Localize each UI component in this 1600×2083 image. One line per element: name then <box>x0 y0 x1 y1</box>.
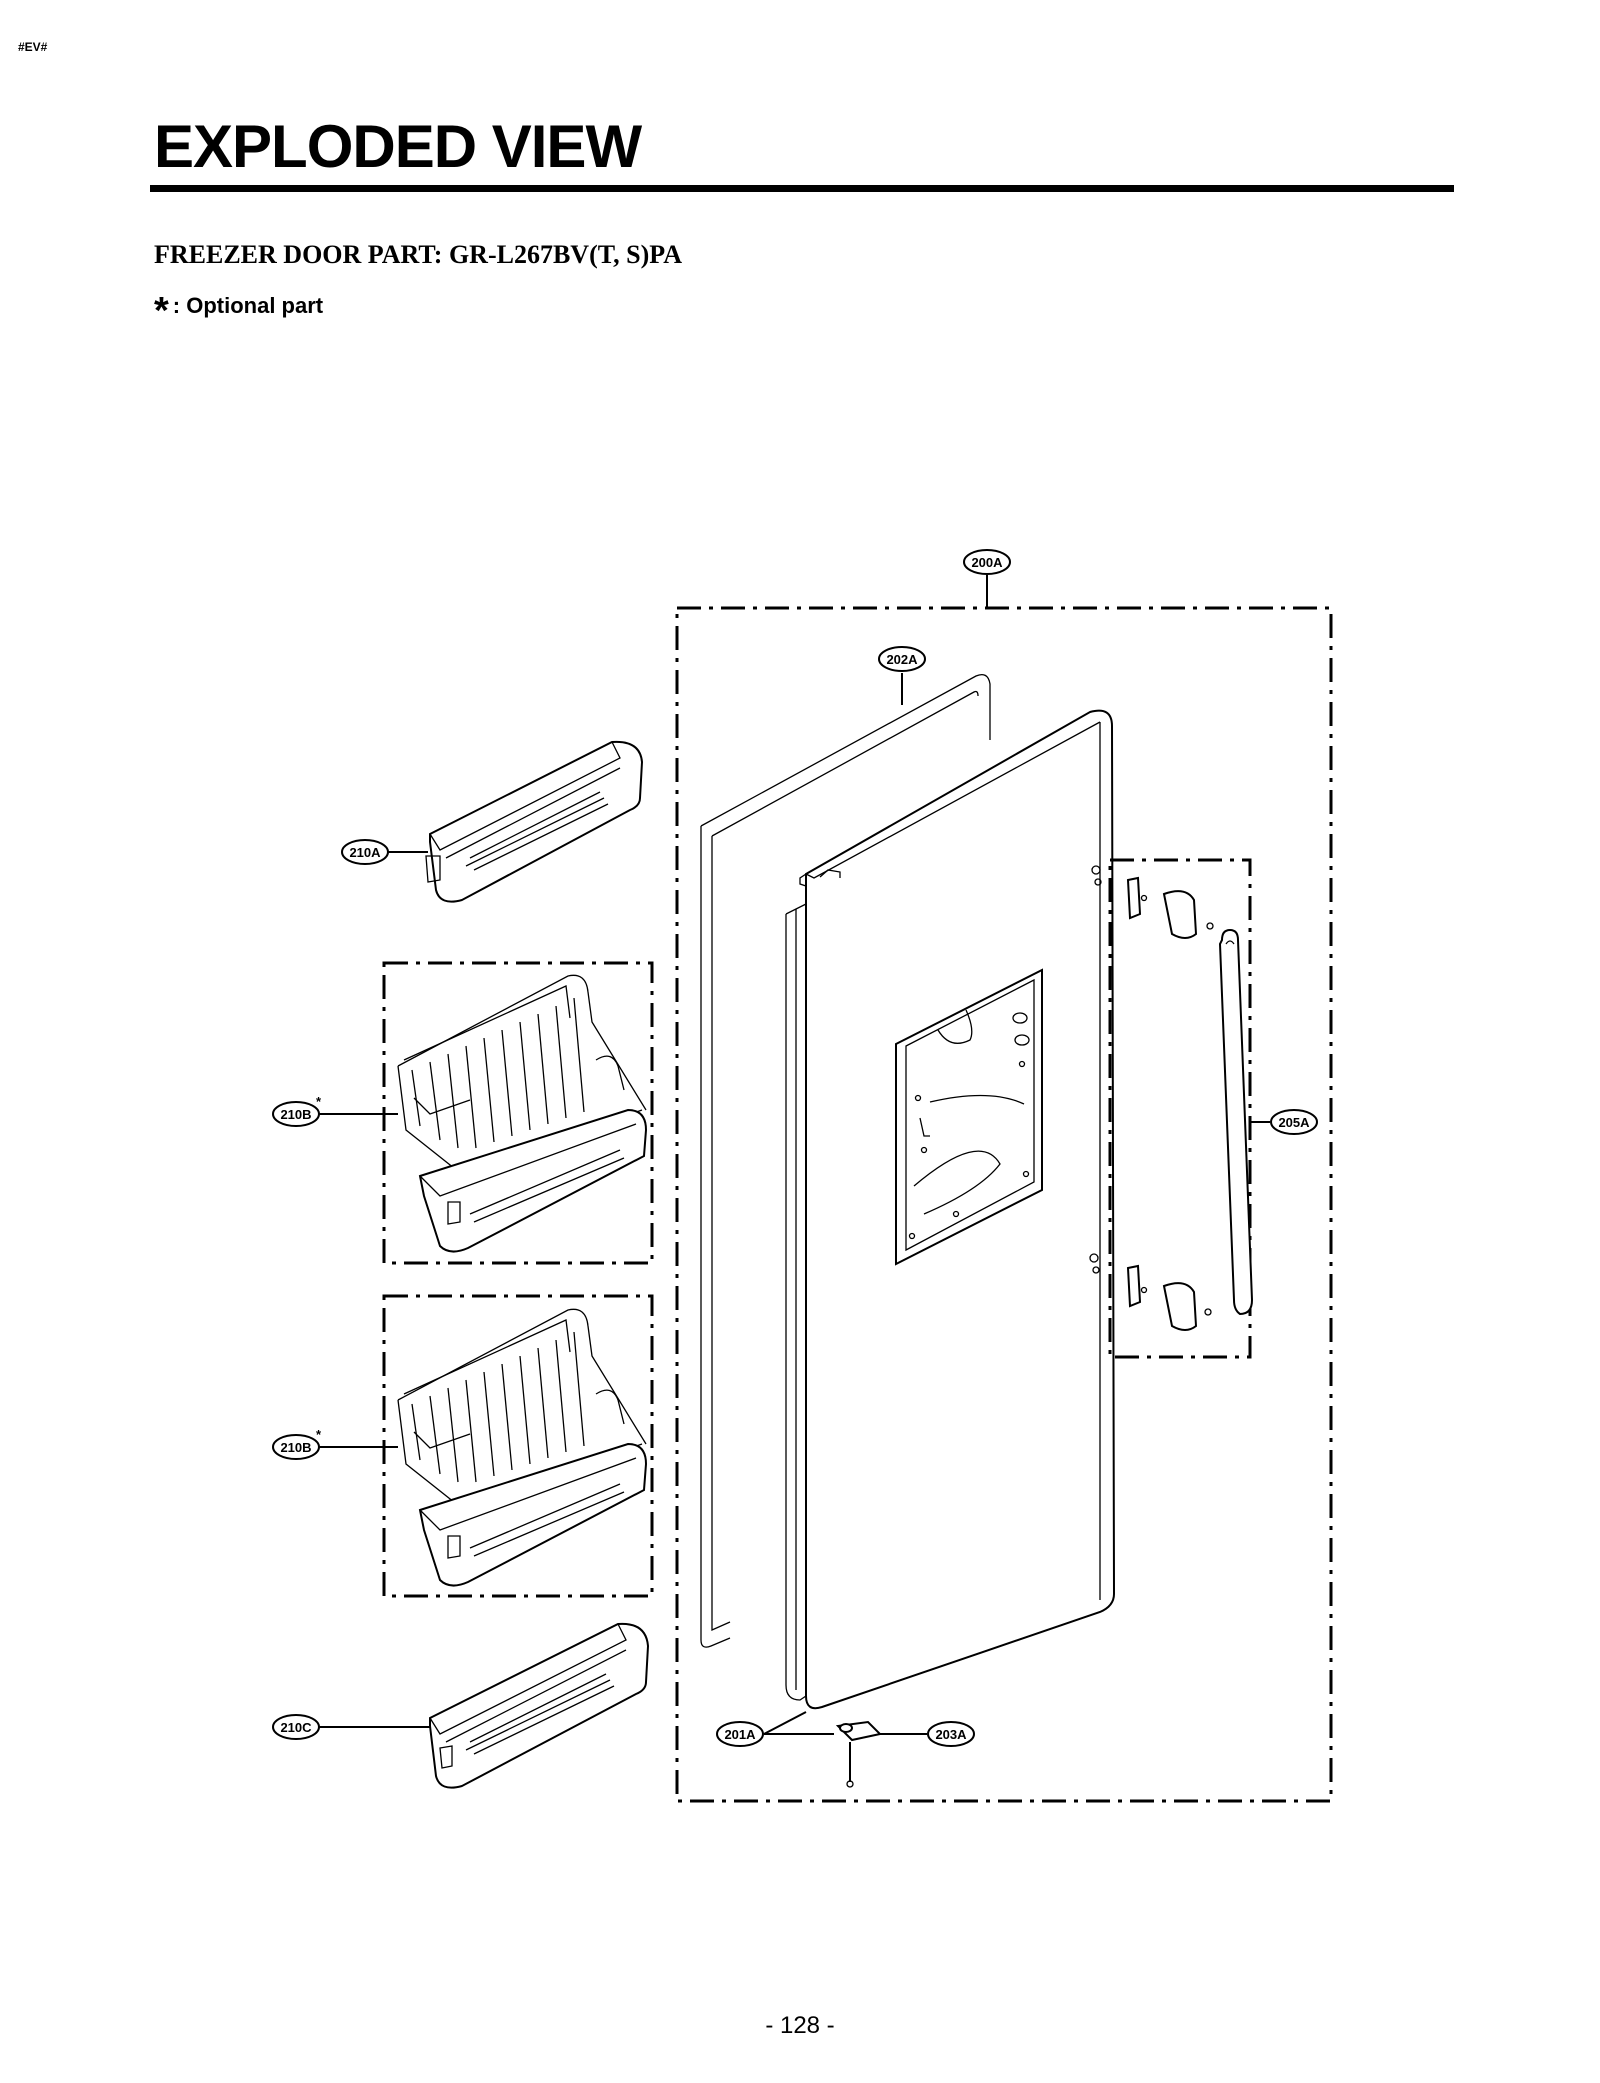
svg-text:201A: 201A <box>724 1727 756 1742</box>
wire-basket-bin-210B-2 <box>397 1308 648 1587</box>
part-label-210B-2[interactable]: 210B <box>272 1434 320 1460</box>
optional-mark-210B-1: * <box>316 1094 322 1109</box>
wire-basket-bin-210B-1 <box>397 974 648 1253</box>
part-label-210C[interactable]: 210C <box>272 1714 320 1740</box>
handle-assembly-frame <box>1108 858 1252 1359</box>
door-bin-210A <box>425 740 644 903</box>
optional-star-symbol: * <box>154 290 169 332</box>
title-rule <box>150 185 1454 192</box>
svg-text:200A: 200A <box>971 555 1003 570</box>
page-number: - 128 - <box>765 2012 835 2039</box>
door-gasket <box>700 673 991 1648</box>
door-assembly-frame <box>675 606 1333 1803</box>
part-label-200A[interactable]: 200A <box>963 549 1011 575</box>
part-label-201A[interactable]: 201A <box>716 1721 764 1747</box>
svg-text:205A: 205A <box>1278 1115 1310 1130</box>
leader-201A <box>763 1711 807 1735</box>
optional-part-note: *: Optional part <box>154 290 323 333</box>
part-label-210B-1[interactable]: 210B <box>272 1101 320 1127</box>
part-label-203A[interactable]: 203A <box>927 1721 975 1747</box>
optional-mark-210B-2: * <box>316 1427 322 1442</box>
part-label-202A[interactable]: 202A <box>878 646 926 672</box>
door-handle <box>1089 865 1254 1331</box>
lower-hinge <box>835 1720 883 1788</box>
optional-note-text: : Optional part <box>172 293 324 318</box>
svg-text:210A: 210A <box>349 845 381 860</box>
part-label-205A[interactable]: 205A <box>1270 1109 1318 1135</box>
svg-text:210C: 210C <box>280 1720 312 1735</box>
part-label-210A[interactable]: 210A <box>341 839 389 865</box>
door-bin-210C <box>429 1622 650 1789</box>
svg-text:202A: 202A <box>886 652 918 667</box>
page-title: EXPLODED VIEW <box>154 113 642 180</box>
document-tag: #EV# <box>18 40 48 54</box>
svg-text:210B: 210B <box>280 1107 311 1122</box>
svg-text:203A: 203A <box>935 1727 967 1742</box>
page-subtitle: FREEZER DOOR PART: GR-L267BV(T, S)PA <box>154 240 682 269</box>
svg-text:210B: 210B <box>280 1440 311 1455</box>
freezer-door-panel <box>785 709 1116 1710</box>
